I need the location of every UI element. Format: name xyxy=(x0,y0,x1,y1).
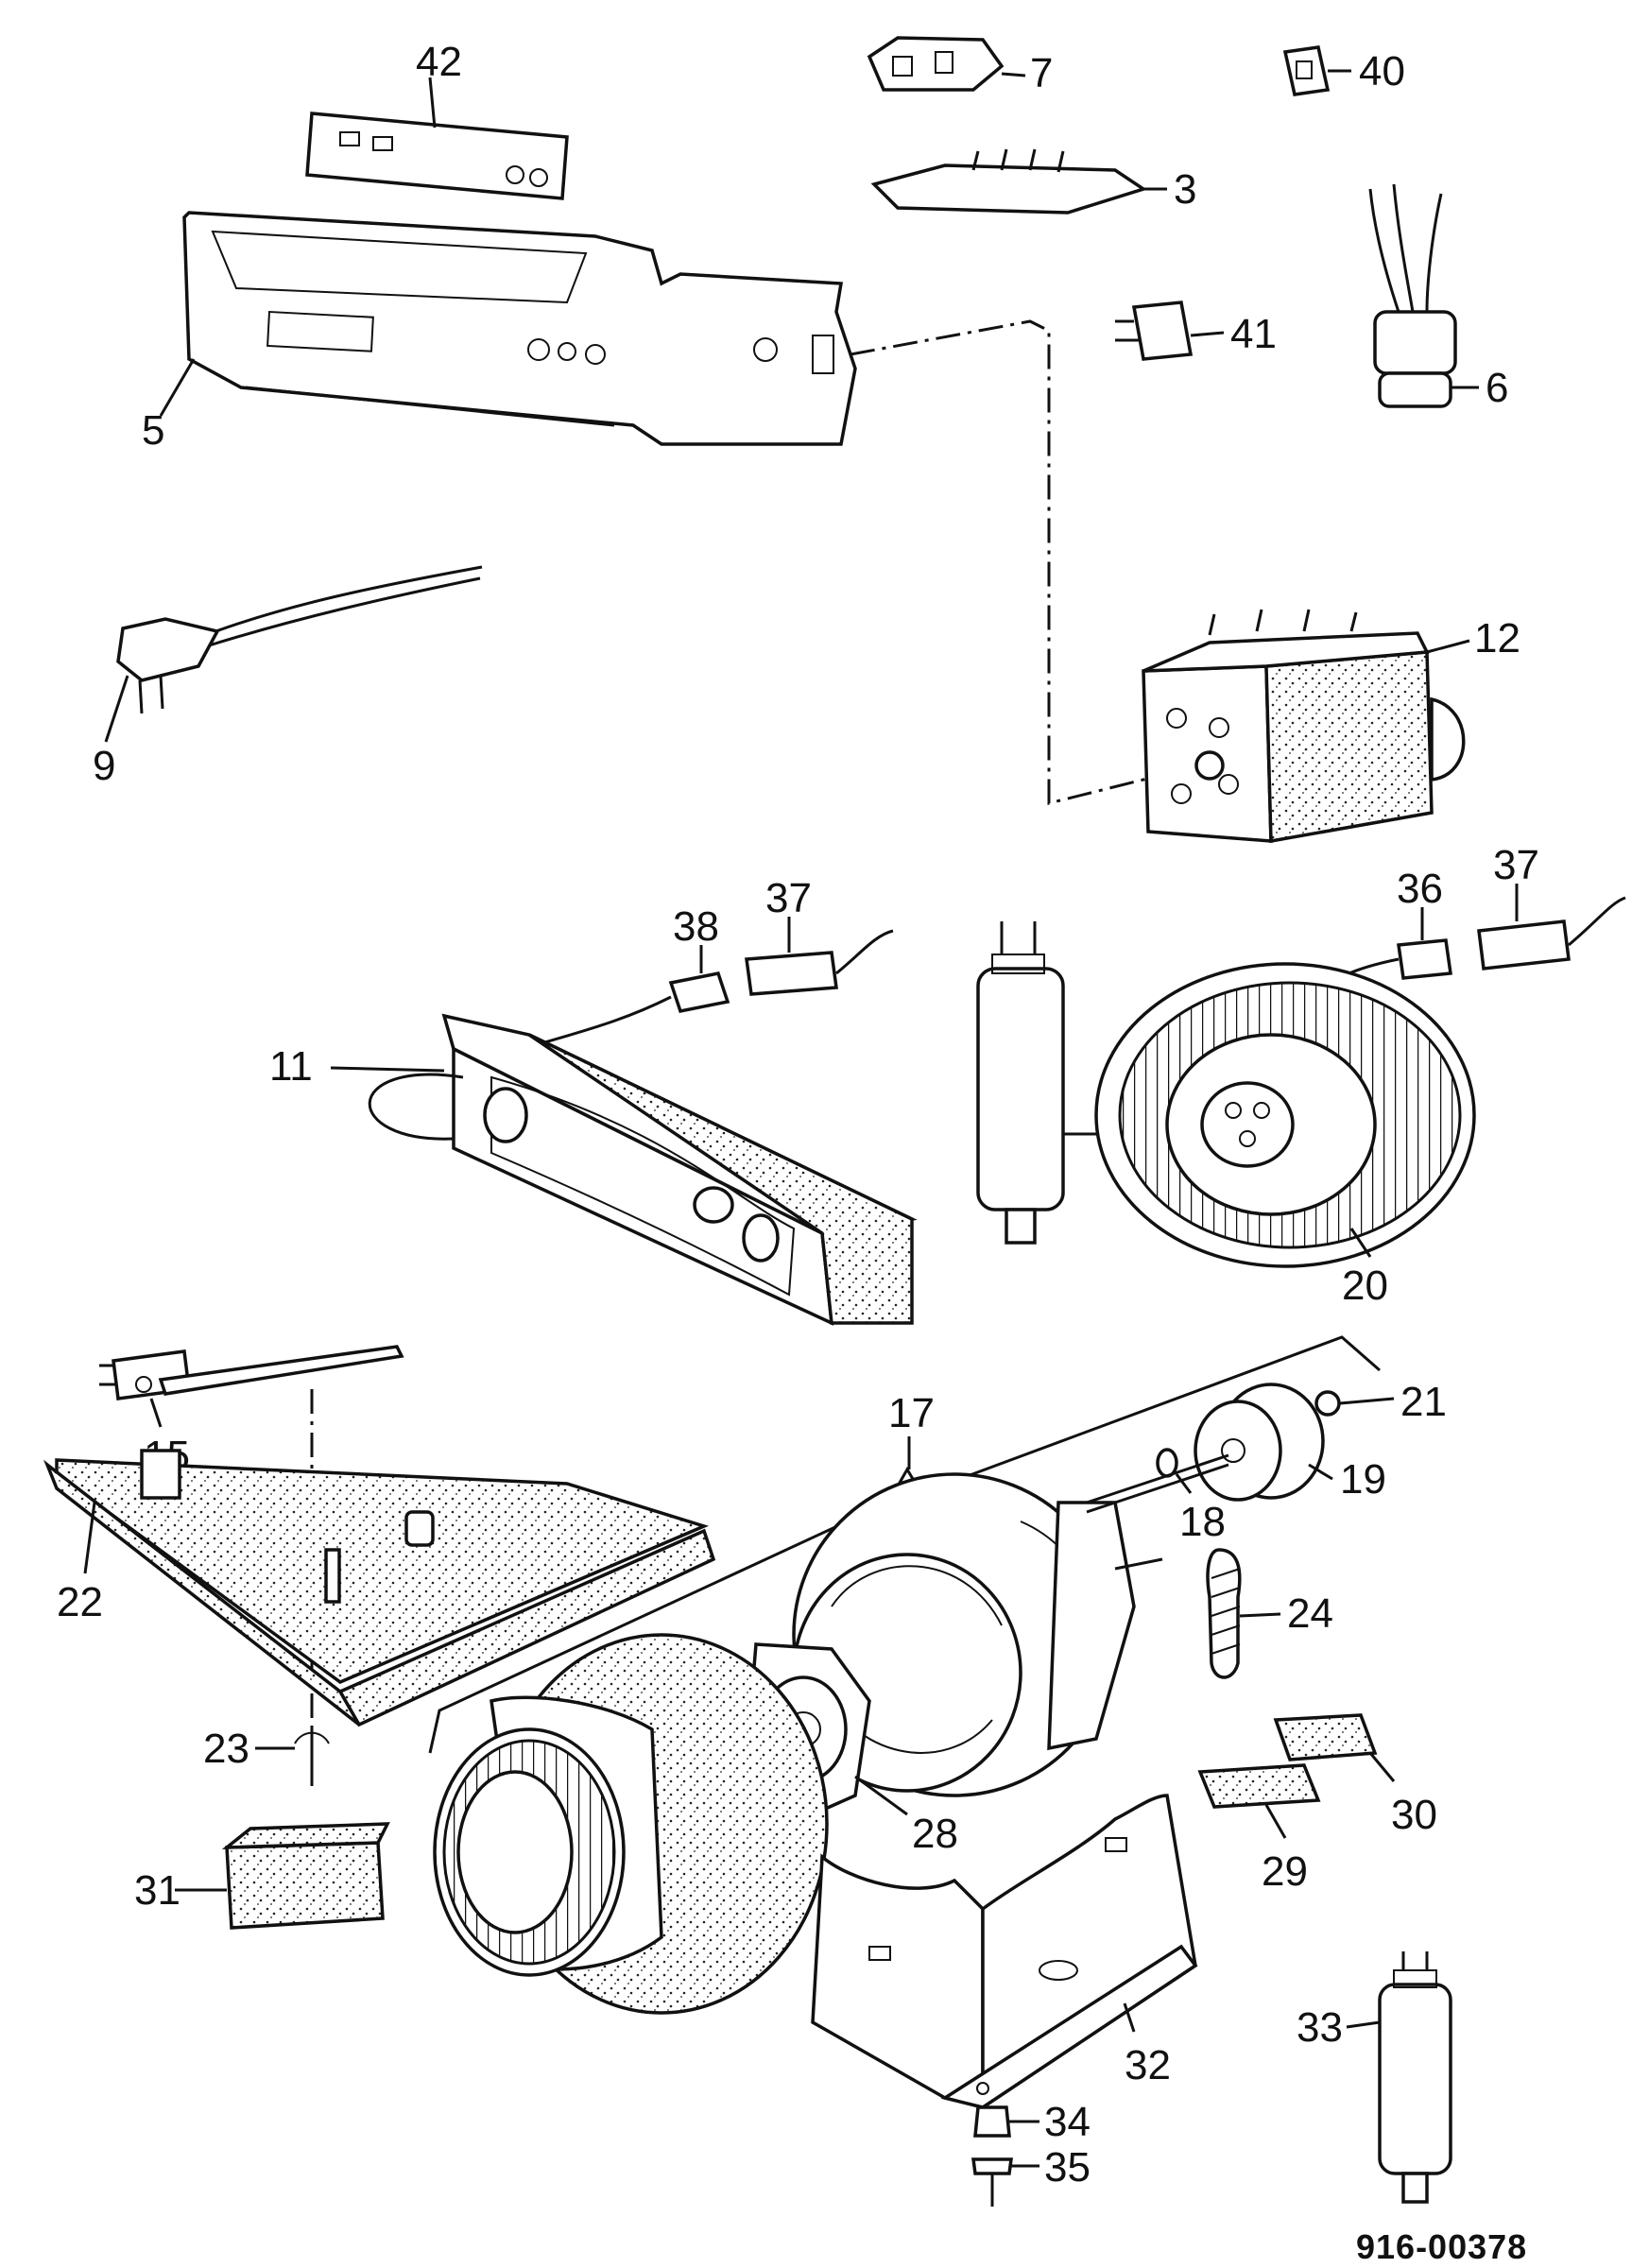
label-5: 5 xyxy=(142,407,164,454)
label-21: 21 xyxy=(1400,1379,1447,1425)
label-7: 7 xyxy=(1030,50,1053,96)
part-20-fan-wheel xyxy=(1094,962,1476,1268)
label-29: 29 xyxy=(1262,1848,1308,1895)
group-17-bracket xyxy=(428,1335,1381,1754)
label-34: 34 xyxy=(1044,2099,1091,2145)
part-6-capacitor xyxy=(1368,183,1479,408)
part-9-power-cord xyxy=(104,565,483,743)
label-33: 33 xyxy=(1297,2004,1343,2051)
part-blower-drum xyxy=(433,1633,829,2015)
part-15-micro-switch xyxy=(99,1345,404,1428)
label-41: 41 xyxy=(1230,311,1277,357)
label-17: 17 xyxy=(888,1390,935,1436)
label-19: 19 xyxy=(1340,1456,1386,1503)
leader-panel-to-timer xyxy=(850,319,1163,805)
label-40: 40 xyxy=(1359,48,1405,94)
label-37-left: 37 xyxy=(765,875,812,921)
part-31-foam-block xyxy=(175,1822,390,1930)
label-11: 11 xyxy=(269,1043,313,1090)
label-28: 28 xyxy=(912,1811,958,1857)
label-24: 24 xyxy=(1287,1590,1333,1637)
label-36: 36 xyxy=(1397,866,1443,912)
label-20: 20 xyxy=(1342,1263,1388,1309)
drawing-code: 916-00378 xyxy=(1356,2227,1527,2266)
part-11-heater xyxy=(330,995,918,1326)
part-19-pulley xyxy=(1194,1383,1333,1502)
part-3-terminal-strip xyxy=(870,148,1167,215)
part-41-relay xyxy=(1115,301,1225,361)
part-23-pin xyxy=(255,1729,330,1786)
label-38: 38 xyxy=(673,903,719,950)
label-35: 35 xyxy=(1044,2144,1091,2191)
label-42: 42 xyxy=(416,39,462,85)
part-16-capacitor xyxy=(976,921,1106,1245)
part-37-connector-right xyxy=(1477,884,1626,971)
part-motor xyxy=(661,1453,1229,1797)
label-37-right: 37 xyxy=(1493,842,1539,888)
part-22-base-tray xyxy=(43,1449,716,1727)
part-42-pcb xyxy=(305,77,569,200)
part-38-connector xyxy=(668,945,730,1014)
label-23: 23 xyxy=(203,1726,249,1772)
part-29-terminal-block xyxy=(1197,1763,1321,1839)
label-6: 6 xyxy=(1486,365,1508,411)
part-21-nut xyxy=(1314,1390,1395,1417)
part-5-control-panel xyxy=(159,211,857,446)
part-33-capacitor xyxy=(1346,1951,1452,2204)
part-34-grommet xyxy=(973,2105,1039,2138)
part-12-timer xyxy=(1142,609,1470,844)
part-24-spring xyxy=(1206,1548,1281,1679)
label-12: 12 xyxy=(1474,615,1520,662)
part-30-terminal-block xyxy=(1273,1713,1396,1782)
label-22: 22 xyxy=(57,1579,103,1625)
part-7-switch xyxy=(867,36,1026,92)
label-31: 31 xyxy=(134,1867,180,1914)
label-3: 3 xyxy=(1174,166,1196,213)
part-35-screw xyxy=(971,2157,1039,2207)
part-40-connector xyxy=(1282,45,1351,96)
part-32-motor-mount xyxy=(811,1794,1198,2111)
part-37-connector-left xyxy=(745,917,894,996)
label-30: 30 xyxy=(1391,1792,1437,1838)
label-32: 32 xyxy=(1125,2042,1171,2088)
label-9: 9 xyxy=(93,743,115,789)
label-18: 18 xyxy=(1179,1499,1226,1545)
